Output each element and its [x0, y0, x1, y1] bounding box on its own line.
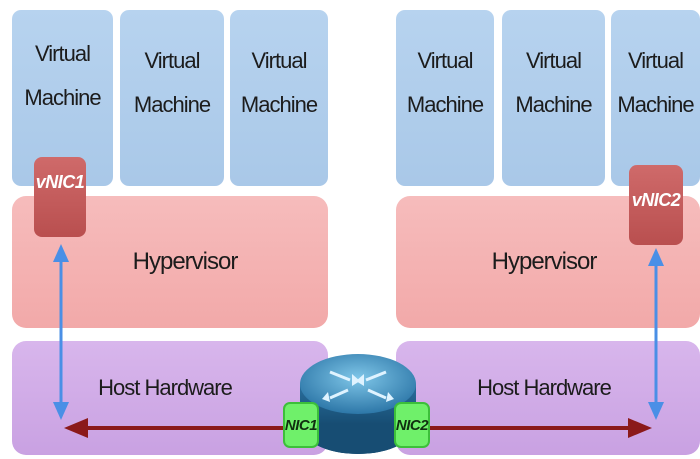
right-vm-2-label: Virtual Machine [515, 48, 592, 117]
left-vm-1: Virtual Machine [12, 10, 113, 186]
right-horizontal-arrow [430, 418, 652, 438]
right-vm-2: Virtual Machine [502, 10, 605, 186]
right-vm-3-label: Virtual Machine [617, 48, 694, 117]
right-host-hardware: Host Hardware [396, 341, 700, 455]
right-vm-1-label: Virtual Machine [406, 48, 484, 117]
right-vm-3: Virtual Machine [611, 10, 700, 186]
nic1-label: NIC1 [284, 416, 318, 434]
vnic1-badge: vNIC1 [34, 157, 86, 237]
right-hypervisor-label: Hypervisor [491, 248, 598, 275]
left-host-hardware: Host Hardware [12, 341, 328, 455]
left-vm-2: Virtual Machine [120, 10, 224, 186]
left-vm-1-label: Virtual Machine [24, 41, 101, 110]
nic1-badge: NIC1 [283, 402, 319, 448]
right-host-hardware-label: Host Hardware [477, 375, 612, 400]
left-horizontal-arrow [64, 418, 288, 438]
vnic2-badge: vNIC2 [629, 165, 683, 245]
nic2-badge: NIC2 [394, 402, 430, 448]
vnic2-label: vNIC2 [631, 189, 681, 210]
vnic1-label: vNIC1 [35, 171, 85, 192]
right-vertical-arrow [648, 248, 664, 420]
left-host-hardware-label: Host Hardware [98, 375, 233, 400]
nic2-label: NIC2 [395, 416, 429, 434]
router-icon [300, 354, 416, 454]
right-vm-1: Virtual Machine [396, 10, 494, 186]
left-vm-2-label: Virtual Machine [133, 48, 211, 117]
left-hypervisor-label: Hypervisor [132, 248, 239, 275]
left-vm-3: Virtual Machine [230, 10, 328, 186]
left-vm-3-label: Virtual Machine [240, 48, 318, 117]
left-vertical-arrow [53, 244, 69, 420]
